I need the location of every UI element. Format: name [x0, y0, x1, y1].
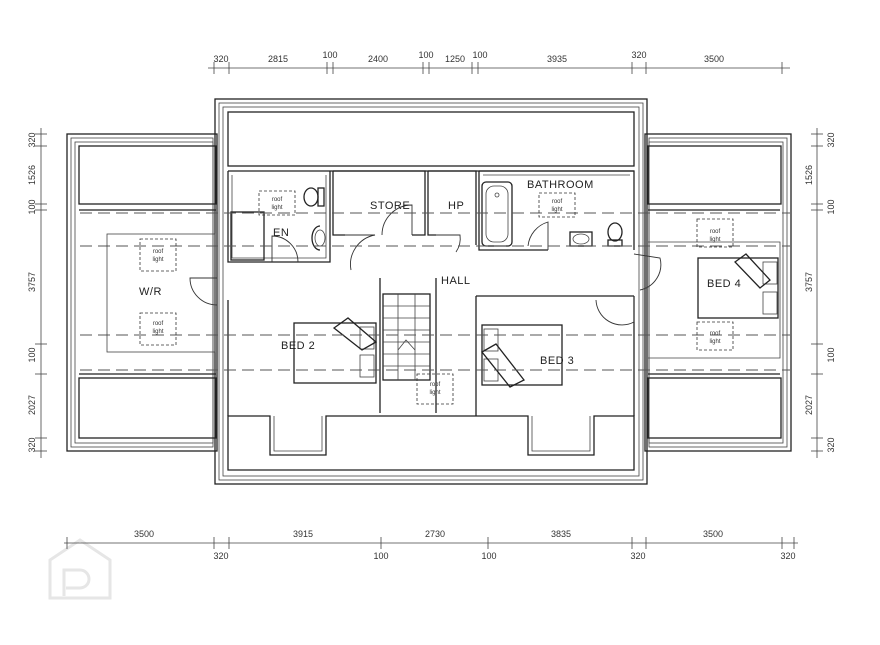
svg-text:roof: roof: [153, 321, 164, 327]
dim-top-3: 2400: [368, 54, 388, 64]
bottom-eaves: [227, 415, 635, 471]
dim-right-2: 100: [826, 199, 836, 214]
dim-left-6: 320: [27, 437, 37, 452]
room-label-hp: HP: [448, 200, 464, 212]
bed-4: [697, 253, 779, 319]
svg-text:light: light: [271, 205, 282, 211]
dimension-left: 320 1526 100 3757 100 2027 320: [27, 128, 47, 458]
dim-bottom-8: 320: [630, 551, 645, 561]
roof-light-bathroom: roof light: [538, 192, 576, 218]
dim-bottom-2: 2730: [425, 529, 445, 539]
dim-bottom-7: 100: [481, 551, 496, 561]
dim-right-4: 100: [826, 347, 836, 362]
dim-left-5: 2027: [27, 395, 37, 415]
dimension-top: 320 2815 100 2400 100 1250 100 3935 320 …: [208, 50, 790, 74]
dim-top-4: 100: [418, 50, 433, 60]
room-label-bed4: BED 4: [707, 278, 741, 290]
roof-light-wr-top: roof light: [139, 238, 177, 272]
dim-bottom-9: 320: [780, 551, 795, 561]
dim-bottom-0: 3500: [134, 529, 154, 539]
roof-lights: roof light roof light roof light roof li…: [139, 190, 734, 405]
bed-3: [481, 324, 563, 388]
bed4-outline: [648, 209, 781, 375]
dim-top-0: 320: [213, 54, 228, 64]
toilet-fixture: [607, 222, 623, 247]
internal-walls: [227, 170, 635, 416]
watermark-logo: [48, 538, 112, 600]
headroom-lines: [80, 212, 790, 371]
bed-2: [293, 317, 378, 384]
roof-light-hall: roof light: [416, 373, 454, 405]
bath-fixture: [481, 181, 513, 247]
dim-bottom-3: 3835: [551, 529, 571, 539]
roof-light-bed4-bottom: roof light: [696, 321, 734, 351]
dim-right-1: 1526: [804, 165, 814, 185]
dim-right-5: 2027: [804, 395, 814, 415]
right-eaves: [647, 145, 782, 439]
dim-top-1: 2815: [268, 54, 288, 64]
staircase: [382, 293, 431, 381]
room-label-hall: HALL: [441, 275, 471, 287]
svg-text:roof: roof: [710, 331, 721, 337]
room-label-store: STORE: [370, 200, 410, 212]
svg-text:roof: roof: [710, 229, 721, 235]
dim-right-6: 320: [826, 437, 836, 452]
roof-light-en: roof light: [258, 190, 296, 216]
room-label-bed2: BED 2: [281, 340, 315, 352]
dim-left-2: 100: [27, 199, 37, 214]
dim-left-1: 1526: [27, 165, 37, 185]
svg-text:light: light: [709, 339, 720, 345]
top-eaves: [227, 111, 635, 167]
dim-left-0: 320: [27, 132, 37, 147]
roof-light-wr-bottom: roof light: [139, 312, 177, 346]
svg-text:roof: roof: [272, 197, 283, 203]
svg-text:light: light: [152, 329, 163, 335]
svg-text:light: light: [709, 237, 720, 243]
dim-top-9: 3500: [704, 54, 724, 64]
dim-bottom-6: 100: [373, 551, 388, 561]
svg-text:light: light: [551, 207, 562, 213]
dimension-right: 320 1526 100 3757 100 2027 320: [804, 128, 836, 458]
dim-bottom-4: 3500: [703, 529, 723, 539]
wr-outline: [79, 209, 216, 375]
outer-walls: [66, 98, 792, 485]
room-labels: BATHROOM STORE HP EN HALL W/R BED 2 BED …: [139, 179, 741, 367]
dim-bottom-1: 3915: [293, 529, 313, 539]
en-toilet-fixture: [303, 187, 325, 207]
dim-left-4: 100: [27, 347, 37, 362]
sink-fixture: [569, 231, 593, 247]
svg-text:light: light: [429, 390, 440, 396]
room-label-bathroom: BATHROOM: [527, 179, 594, 191]
svg-text:light: light: [152, 257, 163, 263]
dim-top-7: 3935: [547, 54, 567, 64]
dim-top-2: 100: [322, 50, 337, 60]
svg-text:roof: roof: [552, 199, 563, 205]
dim-top-8: 320: [631, 50, 646, 60]
dim-right-0: 320: [826, 132, 836, 147]
room-label-en: EN: [273, 227, 289, 239]
roof-light-bed4-top: roof light: [696, 218, 734, 248]
dim-top-6: 100: [472, 50, 487, 60]
svg-text:roof: roof: [153, 249, 164, 255]
dim-top-5: 1250: [445, 54, 465, 64]
dim-right-3: 3757: [804, 272, 814, 292]
svg-text:roof: roof: [430, 382, 441, 388]
left-eaves: [78, 145, 217, 439]
room-label-bed3: BED 3: [540, 355, 574, 367]
room-label-wr: W/R: [139, 286, 162, 298]
dim-bottom-5: 320: [213, 551, 228, 561]
dim-left-3: 3757: [27, 272, 37, 292]
dimension-bottom: 3500 3915 2730 3835 3500 320 100 100 320…: [64, 529, 798, 561]
